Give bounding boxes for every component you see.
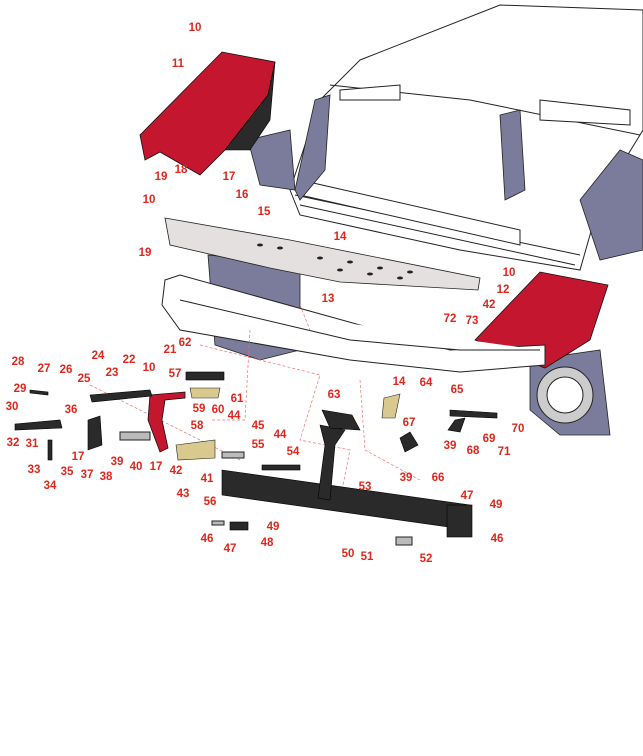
callout-29[interactable]: 29 <box>14 383 27 395</box>
callout-50[interactable]: 50 <box>342 548 355 560</box>
callout-52[interactable]: 52 <box>420 553 433 565</box>
callout-44[interactable]: 44 <box>228 410 241 422</box>
callout-28[interactable]: 28 <box>12 356 25 368</box>
callout-39[interactable]: 39 <box>111 456 124 468</box>
callout-34[interactable]: 34 <box>44 480 57 492</box>
callout-18[interactable]: 18 <box>175 164 188 176</box>
callout-70[interactable]: 70 <box>512 423 525 435</box>
callout-63[interactable]: 63 <box>328 389 341 401</box>
callout-38[interactable]: 38 <box>100 471 113 483</box>
callout-42[interactable]: 42 <box>170 465 183 477</box>
callout-30[interactable]: 30 <box>6 401 19 413</box>
pedal-shaft-part-53 <box>221 409 473 538</box>
callout-22[interactable]: 22 <box>123 354 136 366</box>
callout-21[interactable]: 21 <box>164 344 177 356</box>
callout-24[interactable]: 24 <box>92 350 105 362</box>
callout-55[interactable]: 55 <box>252 439 265 451</box>
callout-39[interactable]: 39 <box>400 472 413 484</box>
callout-53[interactable]: 53 <box>359 481 372 493</box>
callout-72[interactable]: 72 <box>444 313 457 325</box>
callout-58[interactable]: 58 <box>191 420 204 432</box>
callout-61[interactable]: 61 <box>231 393 244 405</box>
callout-47[interactable]: 47 <box>224 543 237 555</box>
callout-64[interactable]: 64 <box>420 377 433 389</box>
callout-23[interactable]: 23 <box>106 367 119 379</box>
callout-27[interactable]: 27 <box>38 363 51 375</box>
callout-65[interactable]: 65 <box>451 384 464 396</box>
callout-68[interactable]: 68 <box>467 445 480 457</box>
callout-57[interactable]: 57 <box>169 368 182 380</box>
callout-17[interactable]: 17 <box>150 461 163 473</box>
callout-42[interactable]: 42 <box>483 299 496 311</box>
callout-59[interactable]: 59 <box>193 403 206 415</box>
callout-16[interactable]: 16 <box>236 189 249 201</box>
callout-32[interactable]: 32 <box>7 437 20 449</box>
callout-41[interactable]: 41 <box>201 473 214 485</box>
callout-10[interactable]: 10 <box>143 362 156 374</box>
bumper <box>161 274 546 373</box>
callout-49[interactable]: 49 <box>490 499 503 511</box>
callout-54[interactable]: 54 <box>287 446 300 458</box>
callout-46[interactable]: 46 <box>491 533 504 545</box>
callout-45[interactable]: 45 <box>252 420 265 432</box>
callout-19[interactable]: 19 <box>155 171 168 183</box>
callout-44[interactable]: 44 <box>274 429 287 441</box>
callout-10[interactable]: 10 <box>189 22 202 34</box>
pedal-arm-part-57 <box>147 391 186 453</box>
callout-67[interactable]: 67 <box>403 417 416 429</box>
callout-10[interactable]: 10 <box>503 267 516 279</box>
pad-part-62 <box>185 371 225 381</box>
callout-14[interactable]: 14 <box>334 231 347 243</box>
callout-66[interactable]: 66 <box>432 472 445 484</box>
callout-73[interactable]: 73 <box>466 315 479 327</box>
callout-62[interactable]: 62 <box>179 337 192 349</box>
callout-48[interactable]: 48 <box>261 537 274 549</box>
callout-36[interactable]: 36 <box>65 404 78 416</box>
callout-25[interactable]: 25 <box>78 373 91 385</box>
callout-46[interactable]: 46 <box>201 533 214 545</box>
callout-56[interactable]: 56 <box>204 496 217 508</box>
callout-71[interactable]: 71 <box>498 446 511 458</box>
callout-11[interactable]: 11 <box>172 58 185 70</box>
callout-37[interactable]: 37 <box>81 469 94 481</box>
callout-47[interactable]: 47 <box>461 490 474 502</box>
callout-33[interactable]: 33 <box>28 464 41 476</box>
callout-17[interactable]: 17 <box>223 171 236 183</box>
callout-10[interactable]: 10 <box>143 194 156 206</box>
callout-69[interactable]: 69 <box>483 433 496 445</box>
callout-35[interactable]: 35 <box>61 466 74 478</box>
callout-49[interactable]: 49 <box>267 521 280 533</box>
callout-12[interactable]: 12 <box>497 284 510 296</box>
callout-26[interactable]: 26 <box>60 364 73 376</box>
callout-31[interactable]: 31 <box>26 438 39 450</box>
callout-40[interactable]: 40 <box>130 461 143 473</box>
callout-13[interactable]: 13 <box>322 293 335 305</box>
callout-17[interactable]: 17 <box>72 451 85 463</box>
callout-39[interactable]: 39 <box>444 440 457 452</box>
callout-43[interactable]: 43 <box>177 488 190 500</box>
callout-60[interactable]: 60 <box>212 404 225 416</box>
foot-plate-part-13 <box>164 217 481 291</box>
callout-19[interactable]: 19 <box>139 247 152 259</box>
callout-15[interactable]: 15 <box>258 206 271 218</box>
callout-51[interactable]: 51 <box>361 551 374 563</box>
callout-14[interactable]: 14 <box>393 376 406 388</box>
